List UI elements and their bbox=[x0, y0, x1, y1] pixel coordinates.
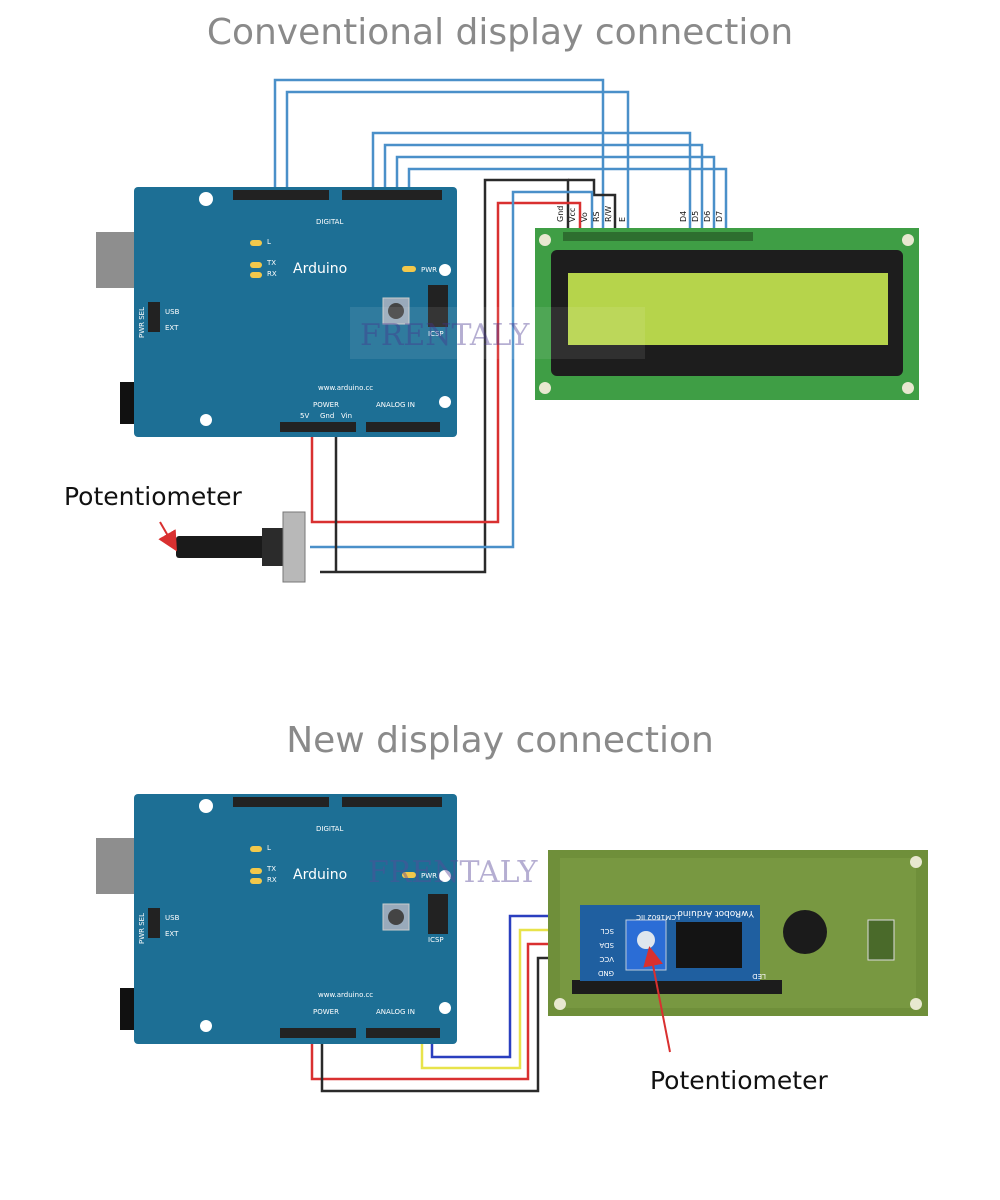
diagram1-ext-label: EXT bbox=[165, 324, 179, 332]
diagram1-potentiometer-callout: Potentiometer bbox=[64, 482, 242, 511]
diagram2-rx-label: RX bbox=[267, 876, 277, 884]
diagram1-title: Conventional display connection bbox=[206, 12, 794, 53]
wire-d7 bbox=[407, 167, 728, 230]
i2c-pin-scl: SCL bbox=[601, 927, 614, 935]
diagram1-power-label: POWER bbox=[313, 401, 339, 409]
diagram1-lcd-module bbox=[535, 228, 919, 400]
diagram1-wires bbox=[273, 78, 728, 574]
diagram2-pwr-label: PWR bbox=[421, 872, 437, 880]
diagram1-arduino-board: Arduino www.arduino.cc DIGITAL POWER ANA… bbox=[96, 187, 457, 437]
diagram2-title: New display connection bbox=[286, 720, 714, 761]
i2c-pin-sda: SDA bbox=[599, 941, 614, 949]
lcd-pin-rw: R/W bbox=[604, 206, 613, 222]
wire-d6 bbox=[395, 155, 716, 230]
wire-e bbox=[285, 90, 630, 230]
lcd-pin-d6: D6 bbox=[703, 211, 712, 222]
diagram2-arduino-url: www.arduino.cc bbox=[318, 991, 373, 999]
i2c-led-label: LED bbox=[752, 972, 766, 980]
diagram2-usb-label: USB bbox=[165, 914, 180, 922]
diagram2-arduino-board: Arduino www.arduino.cc DIGITAL POWER ANA… bbox=[96, 794, 457, 1044]
wire-scl bbox=[430, 914, 580, 1059]
pcf8574-chip bbox=[676, 922, 742, 968]
diagram2-analog-label: ANALOG IN bbox=[376, 1008, 415, 1016]
diagram2-potentiometer-callout: Potentiometer bbox=[650, 1066, 828, 1095]
lcd-screen bbox=[568, 273, 888, 345]
diagram1-vin-label: Vin bbox=[341, 412, 352, 420]
diagram1-analog-label: ANALOG IN bbox=[376, 401, 415, 409]
lcd-pin-gnd: Gnd bbox=[556, 206, 565, 222]
diagram1-digital-label: DIGITAL bbox=[316, 218, 343, 226]
diagram2-digital-label: DIGITAL bbox=[316, 825, 343, 833]
lcd-pin-rs: RS bbox=[592, 211, 601, 222]
wire-vo bbox=[310, 190, 594, 549]
i2c-pin-vcc: VCC bbox=[599, 955, 614, 963]
diagram1-potentiometer bbox=[158, 511, 306, 583]
i2c-pin-gnd: GND bbox=[598, 969, 614, 977]
diagram1-lcd-pin-labels: Gnd Vcc Vo RS R/W E D4 D5 D6 D7 bbox=[556, 206, 724, 222]
wire-sda bbox=[420, 928, 580, 1070]
lcd-pin-e: E bbox=[618, 217, 627, 222]
diagram2-ext-label: EXT bbox=[165, 930, 179, 938]
watermark: FRENTALY FRENTALY bbox=[350, 307, 645, 890]
diagram1-l-label: L bbox=[267, 238, 271, 246]
diagram1-icsp-label: ICSP bbox=[428, 330, 444, 338]
diagram2-tx-label: TX bbox=[266, 865, 276, 873]
wire-rw bbox=[568, 178, 617, 230]
watermark-text-1: FRENTALY bbox=[360, 318, 531, 353]
wire-vcc-lcd bbox=[310, 201, 582, 524]
diagram1-arduino-url: www.arduino.cc bbox=[318, 384, 373, 392]
lcd-pin-vo: Vo bbox=[580, 212, 589, 222]
diagram1-arduino-brand: Arduino bbox=[293, 261, 347, 277]
lcd-pin-d5: D5 bbox=[691, 211, 700, 222]
wire-d4 bbox=[371, 131, 692, 230]
diagram2-icsp-label: ICSP bbox=[428, 936, 444, 944]
header-pins bbox=[572, 980, 782, 994]
watermark-text-2: FRENTALY bbox=[368, 855, 539, 890]
wire-d5 bbox=[383, 143, 704, 230]
diagram2-lcd-i2c-module: LCM1602 IIC YwRobot Arduino LED SCL SDA … bbox=[548, 850, 928, 1053]
i2c-module-text: LCM1602 IIC bbox=[636, 913, 680, 921]
diagram1-tx-label: TX bbox=[266, 259, 276, 267]
diagram1-gnd-label: Gnd bbox=[320, 412, 334, 420]
i2c-module-brand: YwRobot Arduino bbox=[677, 908, 755, 918]
wire-gnd-lcd bbox=[320, 178, 570, 574]
diagram1-pwrsel-label: PWR SEL bbox=[138, 307, 146, 338]
diagram1-usb-label: USB bbox=[165, 308, 180, 316]
diagram1-rx-label: RX bbox=[267, 270, 277, 278]
diagram2-pwrsel-label: PWR SEL bbox=[138, 913, 146, 944]
diagram1-5v-label: 5V bbox=[300, 412, 309, 420]
diagram2-arduino-brand: Arduino bbox=[293, 867, 347, 883]
lcd-pin-vcc: Vcc bbox=[568, 208, 577, 222]
diagram1-pwr-label: PWR bbox=[421, 266, 437, 274]
buzzer bbox=[783, 910, 827, 954]
wire-vcc-i2c bbox=[310, 942, 580, 1081]
lcd-pin-d4: D4 bbox=[679, 211, 688, 222]
wire-rs bbox=[273, 78, 605, 230]
diagram2-l-label: L bbox=[267, 844, 271, 852]
diagram2-power-label: POWER bbox=[313, 1008, 339, 1016]
lcd-pin-d7: D7 bbox=[715, 211, 724, 222]
